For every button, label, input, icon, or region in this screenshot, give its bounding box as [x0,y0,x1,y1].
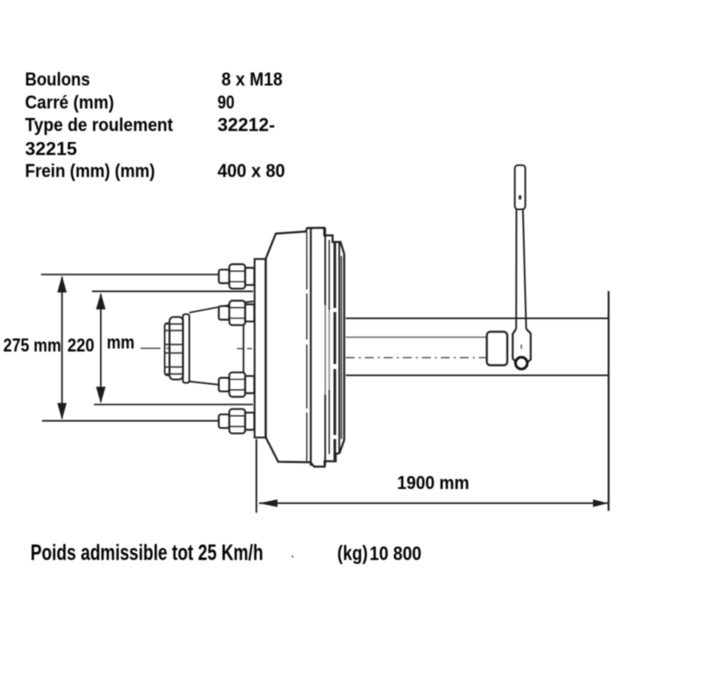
svg-text:400 x 80: 400 x 80 [218,161,286,181]
svg-text:Carré (mm): Carré (mm) [25,93,114,113]
svg-text:(kg): (kg) [337,542,368,565]
svg-text:mm: mm [107,332,135,352]
svg-text:Poids admissible tot 25 Km/h: Poids admissible tot 25 Km/h [31,540,264,565]
svg-text:Frein (mm) (mm): Frein (mm) (mm) [25,161,155,181]
svg-text:32215: 32215 [25,139,77,159]
svg-text:Boulons: Boulons [25,70,90,90]
svg-text:8 x M18: 8 x M18 [222,70,283,90]
svg-text:220: 220 [67,335,94,355]
svg-text:90: 90 [218,93,235,113]
svg-text:32212-: 32212- [218,115,276,135]
svg-text:Type de roulement: Type de roulement [25,115,173,135]
svg-text:1900 mm: 1900 mm [397,473,469,493]
svg-text:10 800: 10 800 [370,544,422,565]
svg-text:275 mm: 275 mm [3,335,61,355]
